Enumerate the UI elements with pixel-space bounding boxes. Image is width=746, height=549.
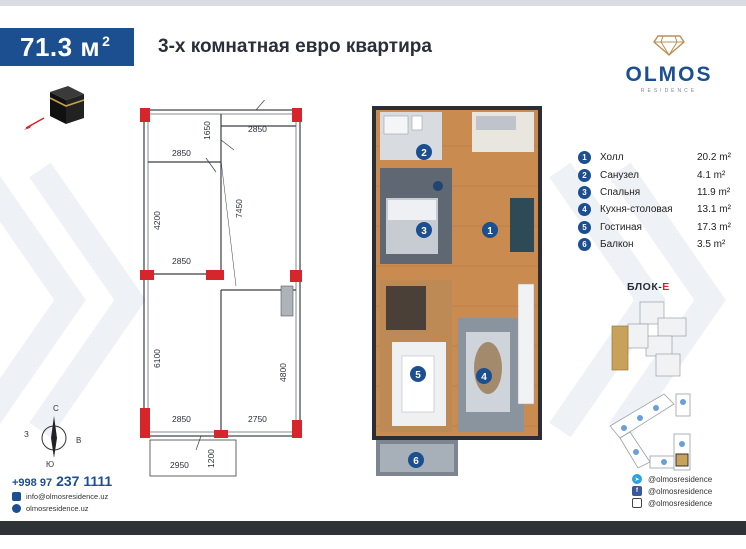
dim-label: 2750 (248, 414, 267, 424)
svg-text:6: 6 (413, 456, 419, 467)
legend-number: 2 (578, 168, 591, 182)
legend-number: 4 (578, 203, 591, 217)
svg-text:2: 2 (421, 148, 427, 159)
mail-icon (12, 492, 21, 501)
block-location-map (611, 301, 687, 377)
legend-room-name: Гостиная (600, 221, 642, 233)
diamond-icon (653, 35, 685, 56)
instagram-icon (632, 498, 642, 508)
legend-item: 5 Гостиная 17.3 m² (578, 219, 738, 236)
room-marker: 4 (476, 368, 492, 384)
room-marker: 3 (416, 222, 432, 238)
footer-bar (0, 521, 746, 535)
technical-floor-plan: 2850 1650 2850 4200 7450 2850 6100 4800 … (140, 100, 302, 477)
page-title: 3-х комнатная евро квартира (158, 36, 432, 57)
legend-item: 1 Холл 20.2 m² (578, 149, 738, 166)
block-letter: E (662, 281, 670, 293)
svg-text:1: 1 (487, 226, 493, 237)
phone-prefix: +998 97 (12, 477, 53, 489)
legend-room-area: 13.1 m² (697, 204, 731, 216)
legend-room-name: Кухня-столовая (600, 204, 673, 216)
dim-label: 2850 (172, 414, 191, 424)
dim-label: 6100 (152, 349, 162, 368)
email-contact[interactable]: info@olmosresidence.uz (12, 492, 112, 501)
svg-text:4: 4 (481, 372, 487, 383)
area-value: 71.3 м (20, 31, 101, 62)
legend-item: 3 Спальня 11.9 m² (578, 184, 738, 201)
background-chevrons (0, 162, 726, 438)
legend-room-area: 4.1 m² (697, 169, 726, 181)
social-handle: @olmosresidence (648, 486, 713, 496)
legend-item: 4 Кухня-столовая 13.1 m² (578, 201, 738, 218)
legend-room-area: 17.3 m² (697, 221, 731, 233)
legend-room-area: 3.5 m² (697, 239, 726, 251)
room-marker: 1 (482, 222, 498, 238)
room-marker: 5 (410, 366, 426, 382)
legend-number: 3 (578, 185, 591, 199)
globe-icon (12, 504, 21, 513)
social-facebook[interactable]: f @olmosresidence (632, 485, 712, 497)
block-label: БЛОК-E (627, 281, 670, 293)
compass: С З В Ю (24, 402, 84, 472)
legend-number: 6 (578, 238, 591, 252)
dim-label: 2850 (172, 148, 191, 158)
social-telegram[interactable]: ➤ @olmosresidence (632, 473, 712, 485)
legend-room-name: Спальня (600, 186, 641, 198)
logo-name: OLMOS (625, 63, 713, 86)
block-prefix: БЛОК- (627, 281, 663, 293)
compass-west: З (24, 430, 29, 439)
room-marker: 2 (416, 144, 432, 160)
social-handle: @olmosresidence (648, 498, 713, 508)
dim-label: 4800 (278, 363, 288, 382)
compass-south: Ю (46, 460, 55, 469)
qibla-kaaba-icon (24, 86, 85, 130)
compass-north: С (53, 404, 59, 413)
legend-item: 2 Санузел 4.1 m² (578, 166, 738, 183)
social-instagram[interactable]: @olmosresidence (632, 497, 712, 509)
olmos-logo: OLMOS RESIDENCE (614, 34, 724, 94)
facebook-icon: f (632, 486, 642, 496)
legend-number: 1 (578, 151, 591, 165)
dim-label: 1650 (202, 121, 212, 140)
dim-label: 7450 (234, 199, 244, 218)
dim-label: 1200 (206, 449, 216, 468)
dim-label: 2950 (170, 460, 189, 470)
legend-item: 6 Балкон 3.5 m² (578, 236, 738, 253)
svg-text:5: 5 (415, 370, 421, 381)
room-marker: 6 (408, 452, 424, 468)
social-links: ➤ @olmosresidence f @olmosresidence @olm… (632, 473, 712, 509)
compass-rose-icon (41, 416, 67, 458)
footer-margin (0, 535, 746, 549)
legend-room-name: Холл (600, 152, 624, 164)
room-legend: 1 Холл 20.2 m² 2 Санузел 4.1 m² 3 Спальн… (578, 149, 738, 253)
dim-label: 4200 (152, 211, 162, 230)
legend-room-name: Балкон (600, 239, 634, 251)
website-text: olmosresidence.uz (26, 504, 89, 513)
site-overview-map (609, 393, 691, 471)
dim-label: 2850 (248, 124, 267, 134)
logo-subtitle: RESIDENCE (640, 88, 698, 94)
svg-text:3: 3 (421, 226, 427, 237)
website-contact[interactable]: olmosresidence.uz (12, 504, 112, 513)
phone-main: 237 1111 (56, 473, 113, 489)
legend-room-area: 20.2 m² (697, 152, 731, 164)
legend-number: 5 (578, 220, 591, 234)
compass-east: В (76, 436, 82, 445)
social-handle: @olmosresidence (648, 474, 713, 484)
rendered-floor-plan: 2 1 3 5 4 6 (372, 106, 542, 476)
dim-label: 2850 (172, 256, 191, 266)
area-unit-sup: 2 (102, 33, 111, 49)
telegram-icon: ➤ (632, 474, 642, 484)
email-text: info@olmosresidence.uz (26, 492, 109, 501)
legend-room-area: 11.9 m² (697, 186, 731, 198)
legend-room-name: Санузел (600, 169, 639, 181)
